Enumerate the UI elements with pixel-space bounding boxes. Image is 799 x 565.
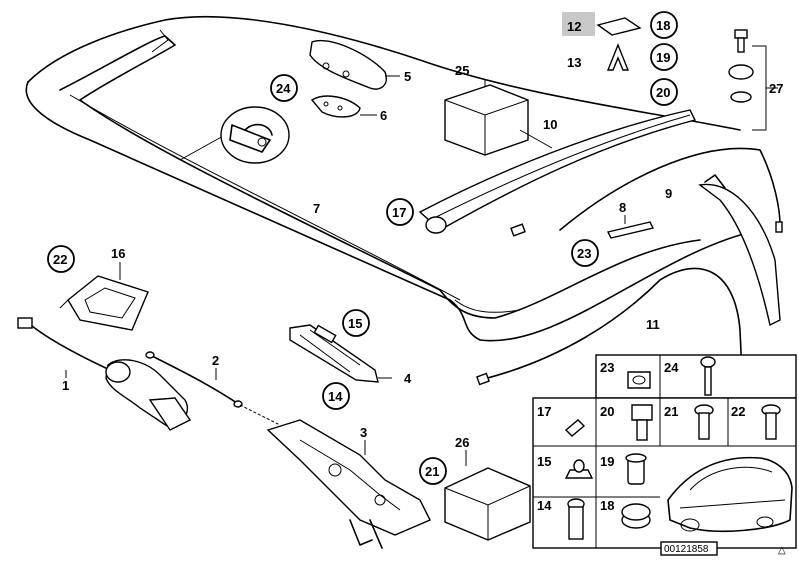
callout-2: 2	[212, 353, 219, 368]
part-8-strip	[606, 215, 655, 239]
grid-label-14: 14	[537, 498, 552, 513]
callout-10: 10	[543, 117, 557, 132]
part-27-hardware	[728, 29, 778, 131]
grid-label-17: 17	[537, 404, 551, 419]
grid-label-15: 15	[537, 454, 551, 469]
callout-12: 12	[567, 19, 581, 34]
callout-16: 16	[111, 246, 125, 261]
part-3-gear-housing	[266, 419, 431, 549]
diagram-id: 00121858	[664, 544, 709, 555]
grid-label-23: 23	[600, 360, 614, 375]
callout-22: 22	[53, 252, 67, 267]
part-7-frame	[25, 15, 761, 342]
callout-17: 17	[392, 205, 406, 220]
grid-label-19: 19	[600, 454, 614, 469]
grid-label-18: 18	[600, 498, 614, 513]
part-4-bracket	[289, 324, 392, 383]
part-1-motor	[17, 317, 192, 431]
part-16-plate	[59, 262, 149, 331]
callout-27: 27	[769, 81, 783, 96]
callout-3: 3	[360, 425, 367, 440]
callout-circles	[47, 11, 678, 485]
callout-23: 23	[577, 246, 591, 261]
corner-mark: △	[778, 545, 786, 556]
part-6-pad	[310, 95, 377, 118]
callout-8: 8	[619, 200, 626, 215]
part-12-clip	[596, 17, 642, 36]
callout-21: 21	[425, 464, 439, 479]
callout-5: 5	[404, 69, 411, 84]
part-5-handle	[309, 39, 400, 90]
detail-zoom-clip	[179, 106, 290, 164]
callout-20: 20	[656, 85, 670, 100]
grid-label-21: 21	[664, 404, 678, 419]
callout-12-highlight	[562, 12, 595, 36]
grid-label-22: 22	[731, 404, 745, 419]
callout-9: 9	[665, 186, 672, 201]
callout-11: 11	[646, 317, 660, 332]
callout-7: 7	[313, 201, 320, 216]
parts-grid	[532, 354, 797, 549]
part-2-shaft	[145, 351, 281, 426]
grid-label-24: 24	[664, 360, 679, 375]
part-9-bracket	[510, 147, 783, 327]
callout-25: 25	[455, 63, 469, 78]
callout-13: 13	[567, 55, 581, 70]
part-25-box	[444, 80, 529, 156]
callout-15: 15	[348, 316, 362, 331]
part-13-rivet	[606, 43, 630, 71]
callout-24: 24	[276, 81, 291, 96]
grid-label-20: 20	[600, 404, 614, 419]
callout-4: 4	[404, 371, 412, 386]
callout-18: 18	[656, 18, 670, 33]
callout-1: 1	[62, 378, 69, 393]
diagram-id-box	[660, 541, 718, 556]
callout-26: 26	[455, 435, 469, 450]
part-10-rail	[418, 109, 697, 234]
callout-19: 19	[656, 50, 670, 65]
callout-14: 14	[328, 389, 343, 404]
part-26-box	[444, 450, 531, 541]
callout-6: 6	[380, 108, 387, 123]
